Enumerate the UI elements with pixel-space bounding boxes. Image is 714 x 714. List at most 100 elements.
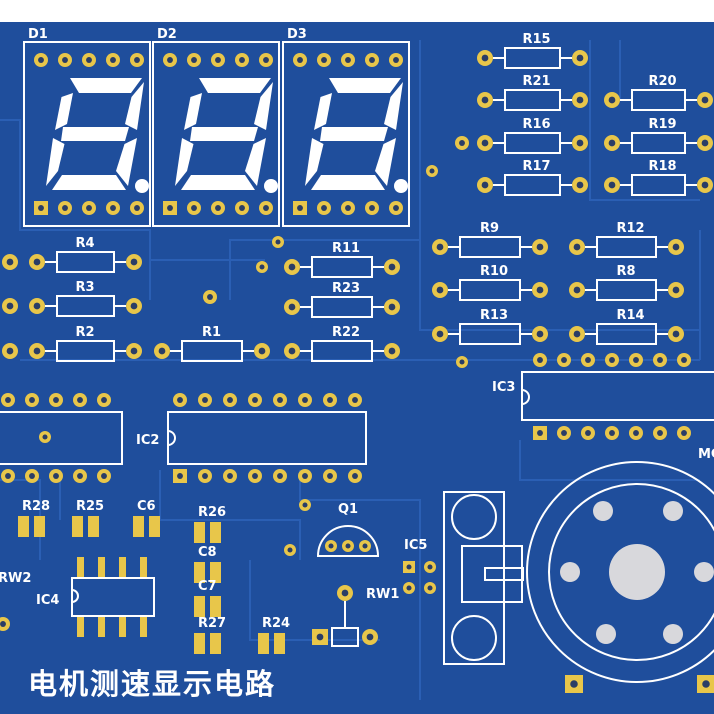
drill-hole	[5, 473, 11, 479]
ic4-label: IC4	[36, 593, 59, 608]
smd-pad	[210, 572, 221, 583]
drill-hole	[573, 330, 581, 338]
ic4-outline	[71, 577, 155, 617]
ic5-hole	[451, 615, 497, 661]
ic4-smd-pin	[98, 617, 105, 637]
resistor-body	[596, 279, 657, 301]
drill-hole	[681, 357, 687, 363]
smd-pad	[194, 562, 205, 573]
drill-hole	[672, 286, 680, 294]
drill-hole	[202, 473, 208, 479]
resistor-label-r9: R9	[480, 221, 499, 236]
resistor-label-r14: R14	[617, 308, 645, 323]
display-segment	[181, 175, 255, 190]
drill-hole	[167, 205, 173, 211]
drill-hole	[436, 243, 444, 251]
smd-pad	[149, 526, 160, 537]
motor-mount-hole	[596, 624, 616, 644]
ic4-smd-pin	[77, 557, 84, 577]
drill-hole	[110, 205, 116, 211]
drill-hole	[316, 633, 324, 641]
drill-hole	[481, 139, 489, 147]
smd-pad	[72, 526, 83, 537]
drill-hole	[215, 57, 221, 63]
display-outline-d2	[152, 41, 280, 227]
drill-hole	[177, 473, 183, 479]
drill-hole	[352, 473, 358, 479]
smd-pad	[88, 516, 99, 527]
smd-pad	[210, 596, 221, 607]
smd-label-c7: C7	[198, 579, 217, 594]
drill-hole	[573, 243, 581, 251]
smd-pad	[210, 532, 221, 543]
drill-hole	[288, 263, 296, 271]
display-segment	[55, 93, 73, 130]
drill-hole	[406, 585, 412, 591]
drill-hole	[328, 543, 334, 549]
resistor-label-r4: R4	[76, 236, 95, 251]
motor-mount-hole	[663, 501, 683, 521]
drill-hole	[297, 205, 303, 211]
drill-hole	[0, 621, 6, 627]
drill-hole	[134, 57, 140, 63]
drill-hole	[191, 57, 197, 63]
drill-hole	[227, 397, 233, 403]
drill-hole	[130, 258, 138, 266]
ic2-label: IC2	[136, 433, 159, 448]
drill-hole	[657, 357, 663, 363]
resistor-label-r2: R2	[76, 325, 95, 340]
resistor-body	[56, 295, 115, 317]
drill-hole	[77, 473, 83, 479]
resistor-body	[631, 174, 686, 196]
drill-hole	[388, 347, 396, 355]
smd-pad	[133, 526, 144, 537]
drill-hole	[38, 57, 44, 63]
motor-label: MG	[698, 447, 714, 462]
drill-hole	[573, 286, 581, 294]
drill-hole	[302, 473, 308, 479]
drill-hole	[459, 140, 465, 146]
smd-pad	[34, 516, 45, 527]
trace	[229, 239, 420, 300]
drill-hole	[29, 397, 35, 403]
copper-traces	[0, 40, 701, 700]
resistor-label-r10: R10	[480, 264, 508, 279]
smd-label-r24: R24	[262, 616, 290, 631]
drill-hole	[33, 302, 41, 310]
drill-hole	[62, 205, 68, 211]
resistor-body	[596, 323, 657, 345]
resistor-label-r3: R3	[76, 280, 95, 295]
drill-hole	[576, 139, 584, 147]
drill-hole	[393, 205, 399, 211]
drill-hole	[585, 430, 591, 436]
trace	[589, 40, 700, 201]
rw1-label: RW1	[366, 587, 399, 602]
resistor-body	[504, 132, 561, 154]
smd-pad	[210, 522, 221, 533]
drill-hole	[608, 96, 616, 104]
resistor-body	[56, 340, 115, 362]
trace	[249, 560, 380, 641]
drill-hole	[345, 57, 351, 63]
drill-hole	[352, 397, 358, 403]
smd-pad	[34, 526, 45, 537]
resistor-body	[459, 236, 521, 258]
q1-outline	[316, 525, 380, 557]
drill-hole	[609, 357, 615, 363]
motor-mount-hole	[694, 562, 714, 582]
drill-hole	[608, 181, 616, 189]
smd-pad	[274, 643, 285, 654]
drill-hole	[436, 330, 444, 338]
smd-pad	[194, 606, 205, 617]
smd-pad	[210, 643, 221, 654]
drill-hole	[110, 57, 116, 63]
drill-hole	[633, 430, 639, 436]
ic2-notch	[167, 430, 176, 446]
drill-hole	[327, 473, 333, 479]
drill-hole	[215, 205, 221, 211]
ic4-smd-pin	[98, 557, 105, 577]
drill-hole	[158, 347, 166, 355]
resistor-body	[459, 323, 521, 345]
smd-pad	[194, 633, 205, 644]
drill-hole	[239, 205, 245, 211]
